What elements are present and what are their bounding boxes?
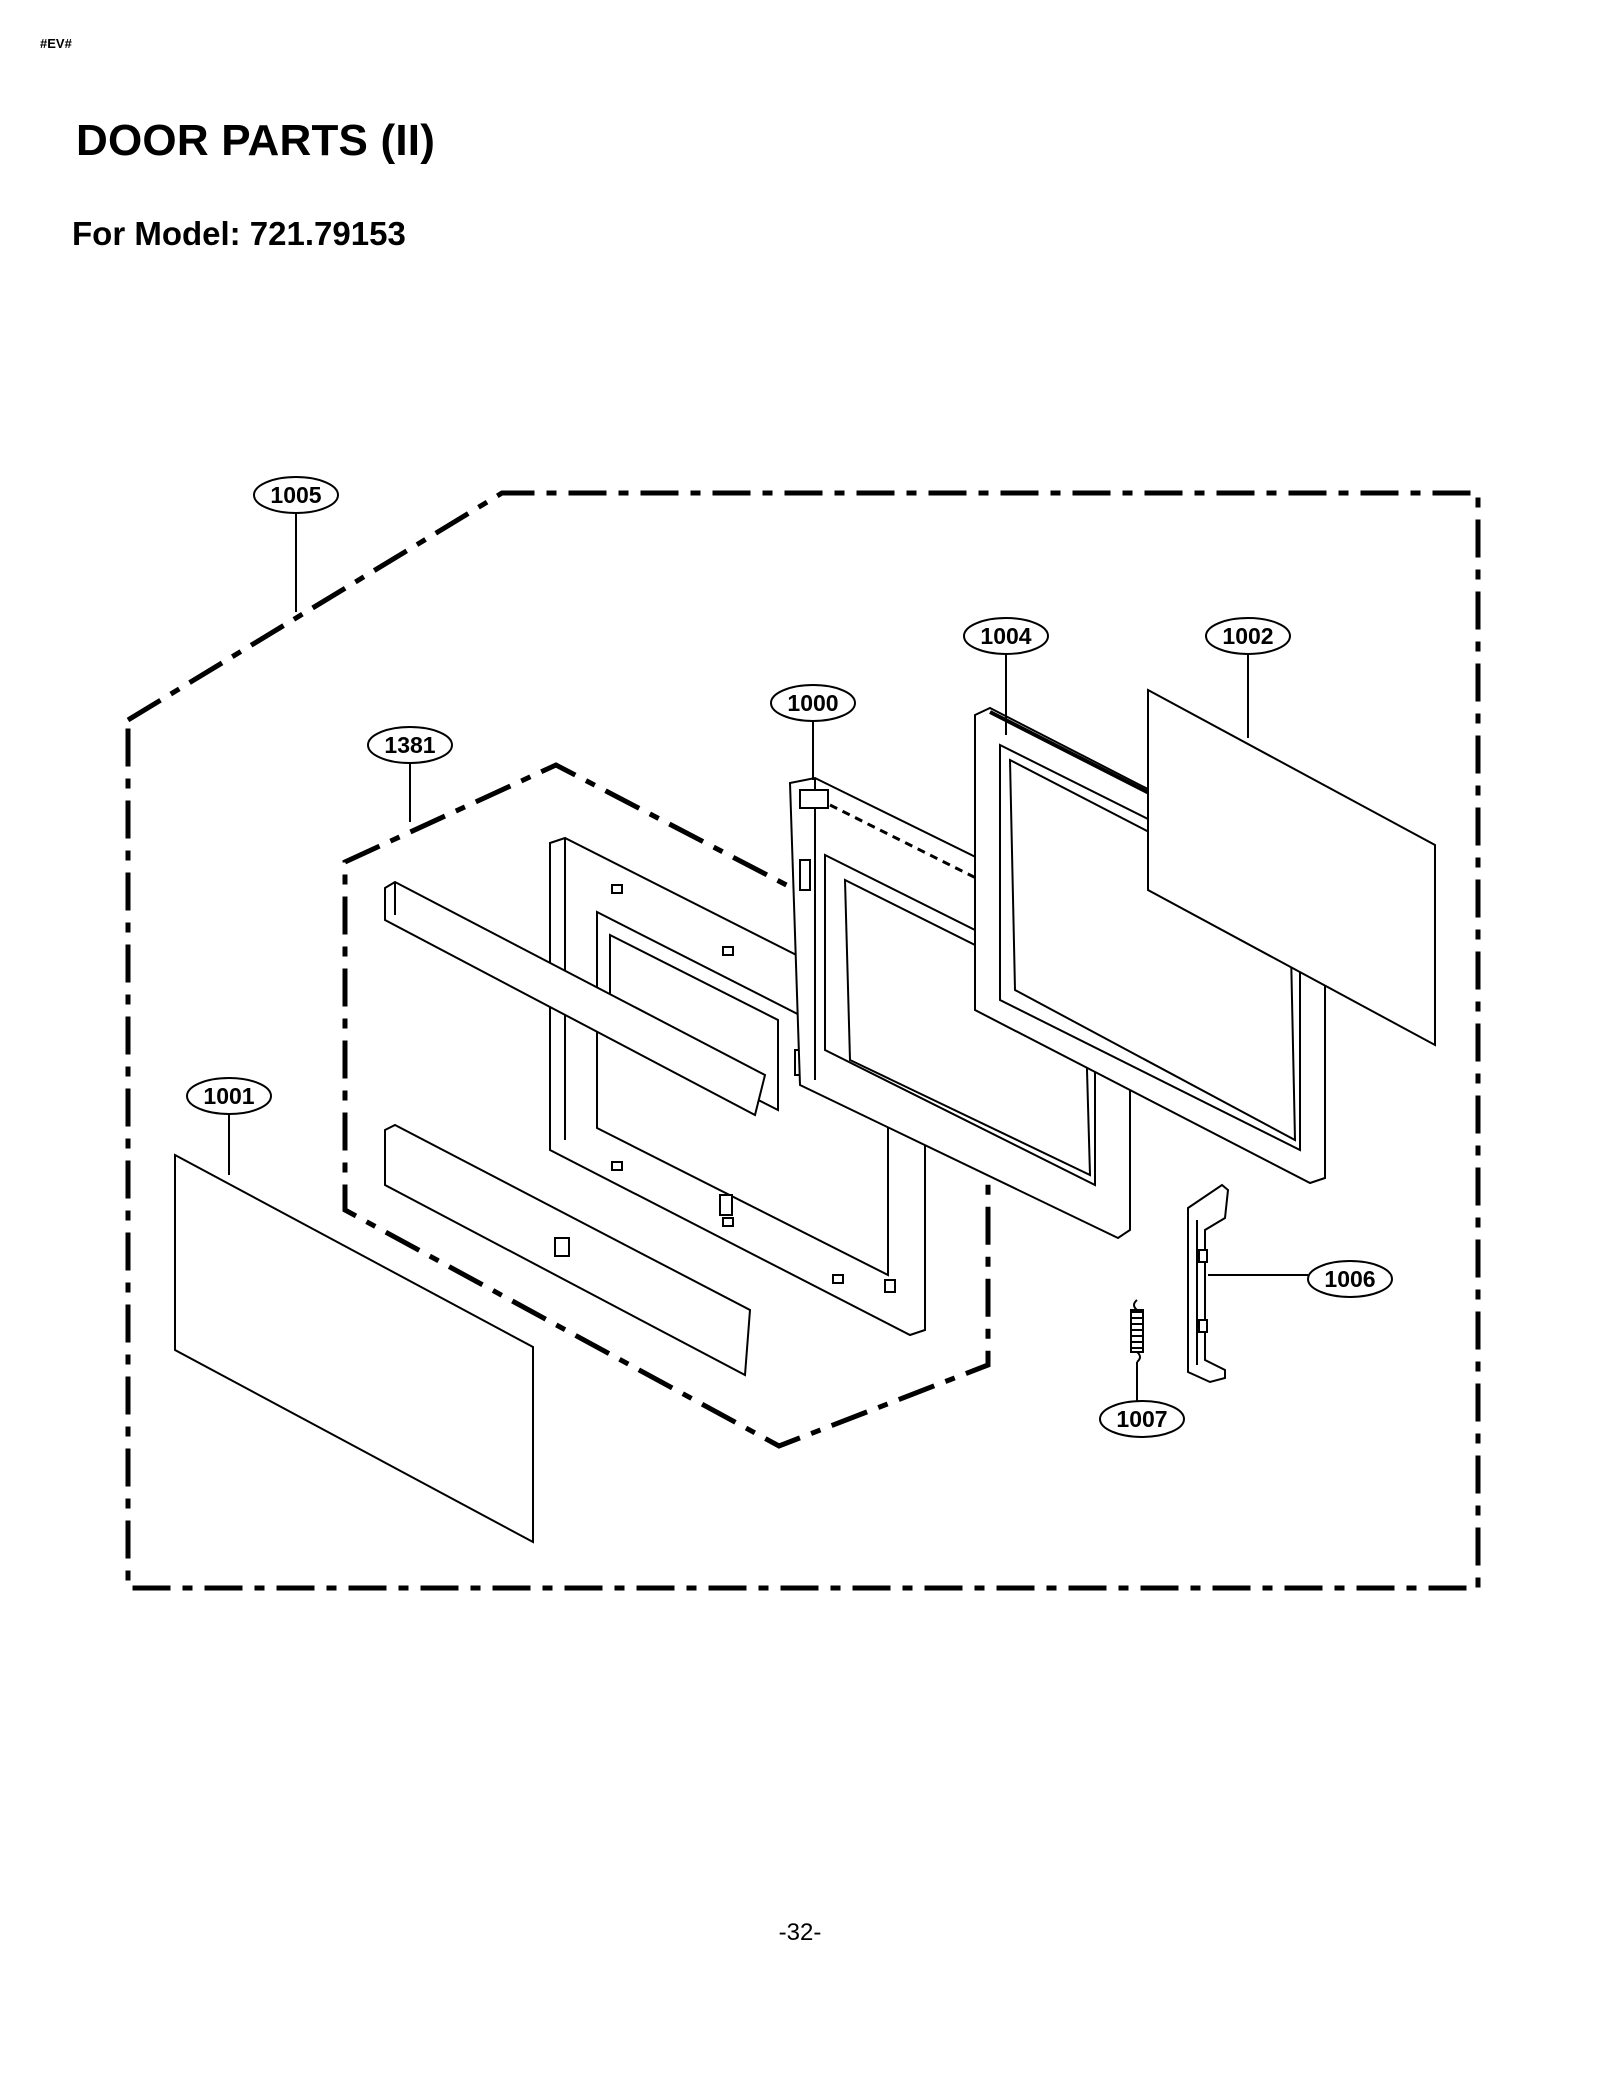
callout-label: 1005 — [270, 482, 321, 508]
page-title: DOOR PARTS (II) — [76, 116, 436, 165]
callout-label: 1381 — [384, 732, 435, 758]
model-subtitle: For Model: 721.79153 — [72, 215, 406, 252]
callout-1005: 1005 — [253, 476, 339, 514]
callout-label: 1001 — [203, 1083, 254, 1109]
callout-label: 1000 — [787, 690, 838, 716]
assembly-boundary-1005 — [125, 490, 1481, 1591]
part-1007-spring — [1130, 1299, 1144, 1363]
callout-1004: 1004 — [963, 617, 1049, 655]
callout-label: 1007 — [1116, 1406, 1167, 1432]
part-1381-trim-strips — [384, 880, 767, 1377]
part-1004-rear-frame — [974, 706, 1326, 1185]
callout-label: 1004 — [980, 623, 1031, 649]
document-tag: #EV# — [40, 36, 72, 51]
assembly-boundary-1381 — [342, 762, 991, 1449]
callout-1007: 1007 — [1099, 1400, 1185, 1438]
page-number: -32- — [778, 1919, 822, 1946]
callout-label: 1002 — [1222, 623, 1273, 649]
callout-label: 1006 — [1324, 1266, 1375, 1292]
part-1002-panel — [1147, 688, 1436, 1047]
callout-1002: 1002 — [1205, 617, 1291, 655]
callout-1381: 1381 — [367, 726, 453, 764]
callout-1001: 1001 — [186, 1077, 272, 1115]
part-1006-latch — [1187, 1183, 1230, 1384]
callout-1000: 1000 — [770, 684, 856, 722]
part-1001-panel — [174, 1153, 534, 1544]
callout-1006: 1006 — [1307, 1260, 1393, 1298]
leader-lines — [228, 513, 1308, 1403]
